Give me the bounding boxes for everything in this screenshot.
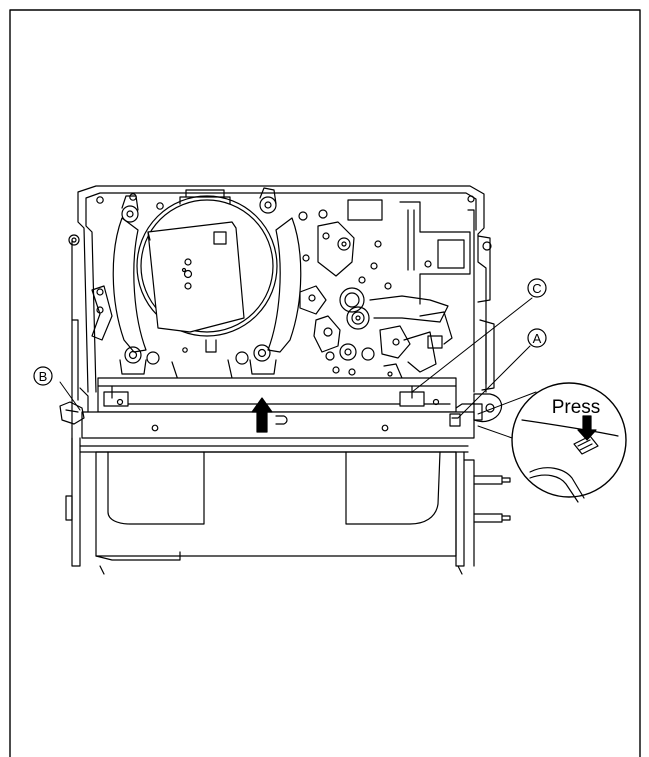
callout-a-label: A [533, 331, 542, 346]
page-border [9, 9, 641, 757]
gear-train [298, 209, 453, 385]
callout-c: C [527, 278, 547, 298]
press-label: Press [552, 397, 601, 418]
front-panel [81, 403, 483, 439]
up-arrow-icon [251, 397, 273, 433]
left-lever [91, 285, 113, 341]
lower-housing [65, 437, 511, 575]
right-bracket [347, 199, 495, 393]
left-reel-assembly [112, 187, 302, 381]
callout-b: B [33, 366, 53, 386]
callout-c-label: C [532, 281, 541, 296]
cassette-cover-sheet [147, 221, 245, 333]
callout-a: A [527, 328, 547, 348]
upper-chassis [68, 185, 487, 471]
press-detail-inset: Press [511, 382, 627, 503]
cassette-holder-bar [97, 377, 457, 413]
left-hook [59, 387, 89, 425]
press-arrow-icon [577, 415, 597, 441]
callout-b-label: B [39, 369, 48, 384]
